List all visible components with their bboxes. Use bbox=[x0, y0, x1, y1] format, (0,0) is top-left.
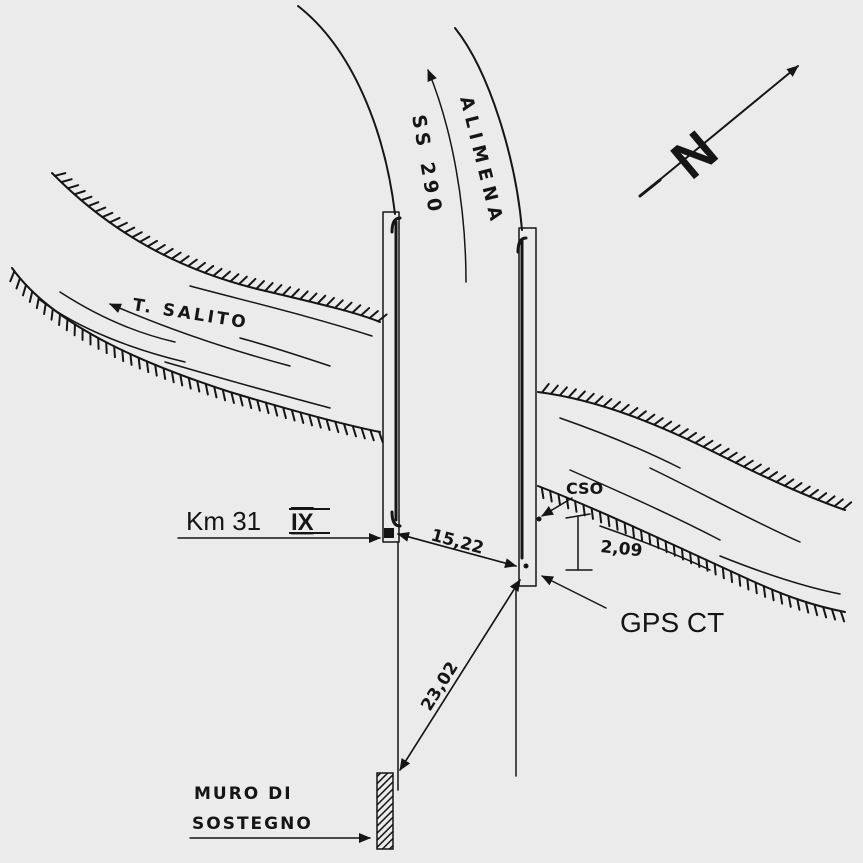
retaining-wall-label-line1: MURO DI bbox=[194, 784, 293, 804]
road-name-label: SS 290 bbox=[407, 113, 447, 218]
retaining-wall-label-line2: SOSTEGNO bbox=[192, 814, 313, 834]
measure-gps-wall: 23,02 bbox=[399, 579, 521, 771]
stream-lower-bank-left bbox=[11, 267, 381, 433]
benchmark-label: Km 31 bbox=[186, 506, 261, 536]
road-destination-label: ALIMENA bbox=[455, 94, 508, 228]
north-arrow: N bbox=[638, 65, 799, 198]
stream bbox=[11, 172, 846, 613]
retaining-wall-symbol bbox=[376, 772, 394, 850]
gps-point: GPS CT bbox=[523, 563, 724, 638]
benchmark: Km 31 IX bbox=[177, 506, 394, 543]
bridge bbox=[382, 211, 537, 791]
retaining-wall: MURO DI SOSTEGNO bbox=[189, 772, 394, 850]
stream-direction-arrow bbox=[109, 303, 291, 367]
measure-bench-gps-value: 15,22 bbox=[429, 526, 486, 559]
benchmark-marker bbox=[384, 528, 394, 538]
stream-upper-bank-left bbox=[51, 172, 381, 323]
bridge-left-parapet bbox=[382, 211, 400, 543]
stream-lower-bank-right bbox=[537, 485, 846, 613]
gps-label: GPS CT bbox=[620, 607, 724, 638]
road-right-edge bbox=[454, 27, 523, 231]
measure-cso-height-value: 2,09 bbox=[599, 537, 643, 561]
cso-point: CSO 2,09 bbox=[536, 479, 643, 571]
bridge-right-parapet bbox=[518, 227, 537, 587]
road-direction-arrow bbox=[427, 69, 467, 283]
road bbox=[297, 5, 523, 283]
benchmark-roman-numeral: IX bbox=[291, 509, 314, 536]
stream-name-label: T. SALITO bbox=[131, 295, 250, 333]
cso-label: CSO bbox=[566, 479, 603, 498]
bank-hatching bbox=[9, 172, 853, 623]
road-left-edge bbox=[297, 5, 396, 215]
measure-bench-gps: 15,22 bbox=[397, 526, 517, 568]
